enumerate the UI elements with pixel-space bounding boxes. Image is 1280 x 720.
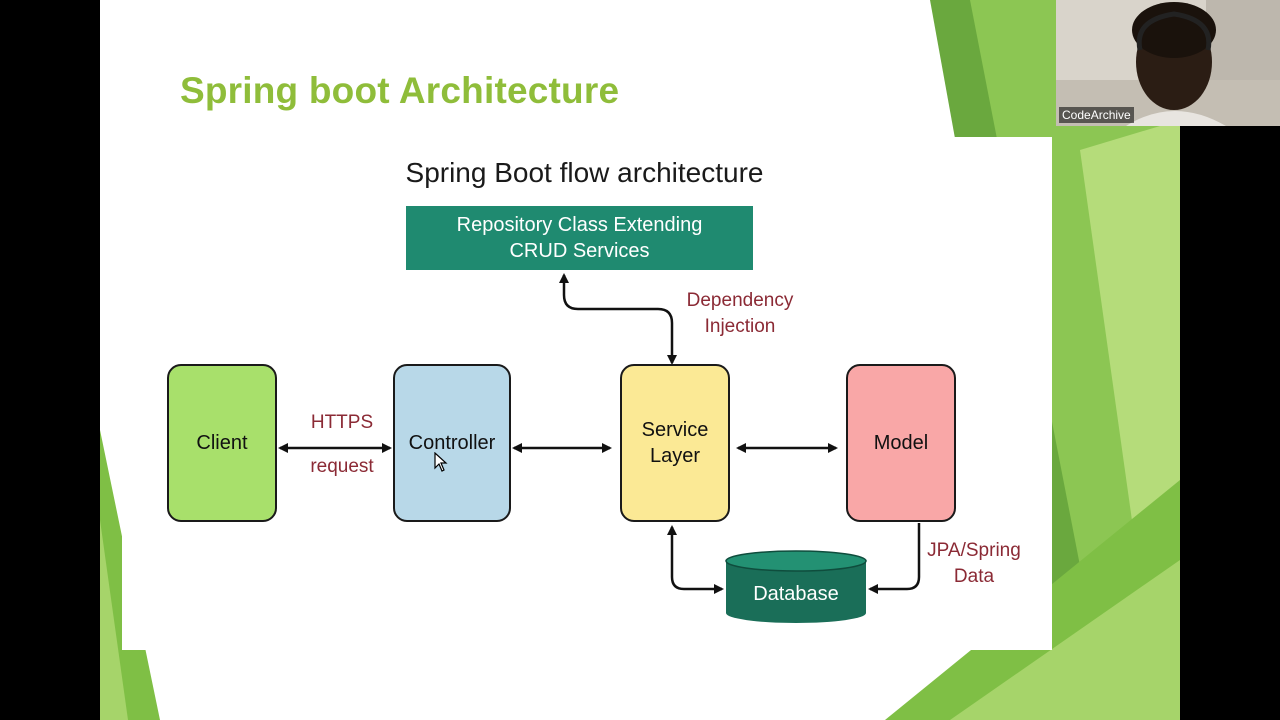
mouse-pointer-icon (434, 452, 448, 472)
dependency-injection-annotation: Dependency Injection (670, 288, 810, 340)
repository-label-line2: CRUD Services (509, 240, 650, 262)
https-request-annotation: HTTPS request (292, 410, 392, 480)
data-label: Data (953, 566, 995, 587)
service-database-arrow (667, 525, 724, 594)
participant-name: CodeArchive (1059, 107, 1134, 123)
service-label-line1: Service (641, 419, 709, 441)
slide-title: Spring boot Architecture (180, 70, 620, 111)
https-label: HTTPS (310, 412, 374, 433)
webcam-video-tile[interactable]: CodeArchive (1056, 0, 1280, 126)
service-layer-box: Service Layer (620, 364, 730, 522)
client-label: Client (196, 431, 248, 454)
repository-service-arrow (559, 273, 677, 365)
database-cylinder (725, 550, 867, 623)
presentation-slide: Spring boot Architecture (100, 0, 1180, 720)
request-label: request (310, 456, 374, 477)
model-box: Model (846, 364, 956, 522)
jpa-spring-label: JPA/Spring (927, 540, 1021, 561)
client-box: Client (167, 364, 277, 522)
person-silhouette-icon (1056, 0, 1280, 126)
architecture-diagram: Spring Boot flow architecture Repository… (122, 137, 1052, 650)
repository-box: Repository Class Extending CRUD Services (406, 206, 753, 270)
diagram-title: Spring Boot flow architecture (405, 157, 764, 188)
injection-label: Injection (704, 316, 776, 337)
repository-label-line1: Repository Class Extending (456, 214, 703, 236)
diagram-connectors (278, 273, 921, 623)
model-database-arrow (868, 523, 921, 594)
database-label: Database (753, 583, 839, 605)
dependency-label: Dependency (686, 290, 794, 311)
controller-box: Controller (393, 364, 511, 522)
jpa-spring-data-annotation: JPA/Spring Data (919, 538, 1029, 590)
model-label: Model (873, 431, 929, 454)
service-label-line2: Layer (649, 445, 701, 467)
controller-label: Controller (408, 431, 496, 454)
